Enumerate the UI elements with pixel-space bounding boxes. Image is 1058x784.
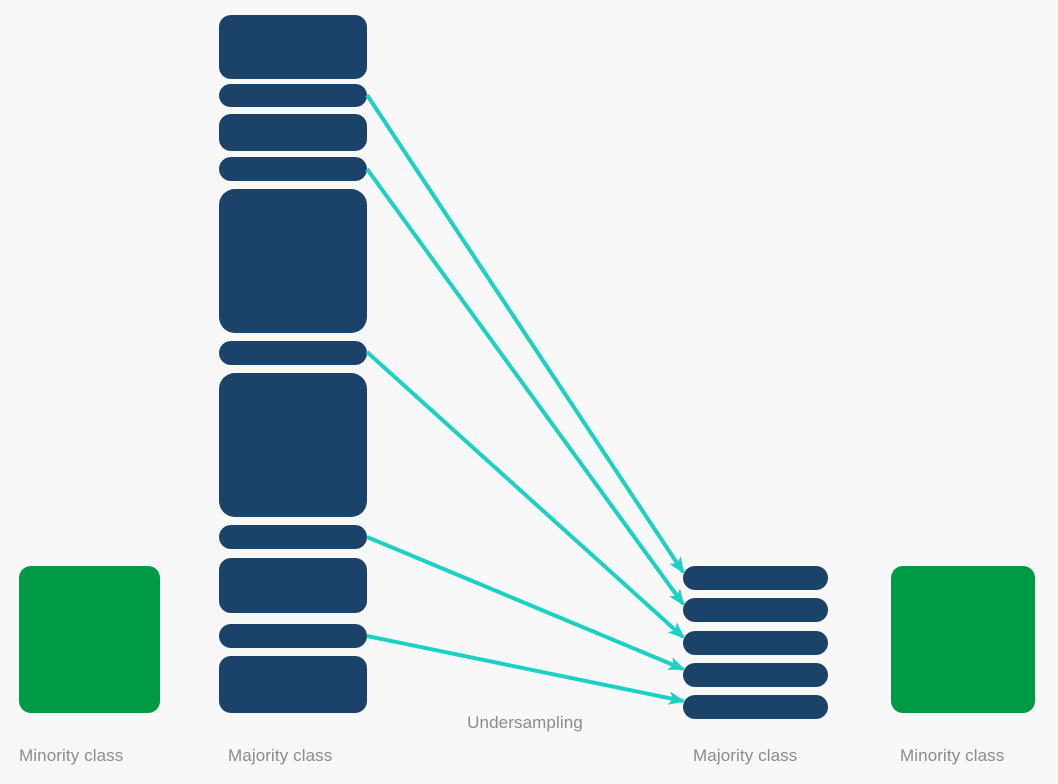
majority-sample-right-1: [683, 566, 828, 590]
majority-sample-right-3: [683, 631, 828, 655]
majority-sample-left-4: [219, 157, 367, 181]
majority-sample-left-7: [219, 373, 367, 517]
majority-sample-right-2: [683, 598, 828, 622]
arrow-5: [366, 634, 686, 705]
arrow-4: [366, 535, 686, 671]
majority-sample-right-4: [683, 663, 828, 687]
majority-sample-left-9: [219, 558, 367, 613]
minority-sample-right-1: [891, 566, 1035, 713]
majority-sample-left-6: [219, 341, 367, 365]
arrow-3: [365, 350, 685, 639]
arrow-1: [365, 93, 685, 575]
caption-right-minority: Minority class: [900, 746, 1005, 765]
caption-left-minority: Minority class: [19, 746, 124, 765]
majority-sample-right-5: [683, 695, 828, 719]
majority-sample-left-5: [219, 189, 367, 333]
caption-left-majority: Majority class: [228, 746, 333, 765]
caption-process: Undersampling: [467, 713, 583, 732]
majority-sample-left-3: [219, 114, 367, 151]
caption-right-majority: Majority class: [693, 746, 798, 765]
majority-sample-left-1: [219, 15, 367, 79]
minority-sample-left-1: [19, 566, 160, 713]
majority-sample-left-8: [219, 525, 367, 549]
majority-sample-left-10: [219, 624, 367, 648]
majority-sample-left-2: [219, 84, 367, 107]
arrow-2: [365, 167, 685, 606]
majority-sample-left-11: [219, 656, 367, 713]
